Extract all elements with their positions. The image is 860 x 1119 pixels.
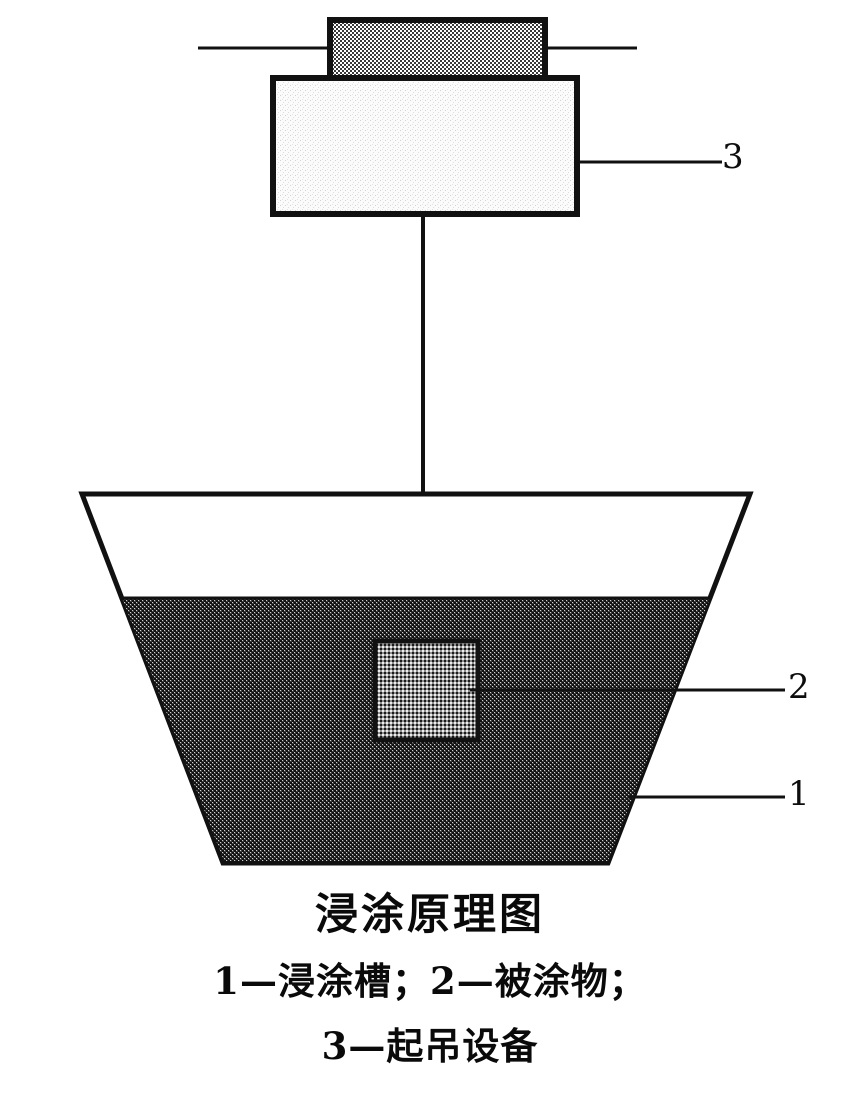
callout-label-2: 2 (788, 667, 810, 707)
hoisting-equipment-body (270, 75, 580, 217)
figure-caption: 浸涂原理图 1—浸涂槽；2—被涂物； 3—起吊设备 (0, 890, 860, 1092)
figure-title: 浸涂原理图 (315, 890, 545, 940)
dip-coating-diagram (78, 17, 785, 866)
hoist-trolley-block (327, 17, 548, 81)
callout-label-1: 1 (788, 774, 810, 814)
figure-legend-line-1: 1—浸涂槽；2—被涂物； (213, 959, 647, 1004)
figure-legend-line-2: 3—起吊设备 (321, 1023, 539, 1068)
workpiece (372, 638, 481, 743)
callout-label-3: 3 (722, 137, 744, 177)
callout-leader-lines (470, 160, 785, 799)
